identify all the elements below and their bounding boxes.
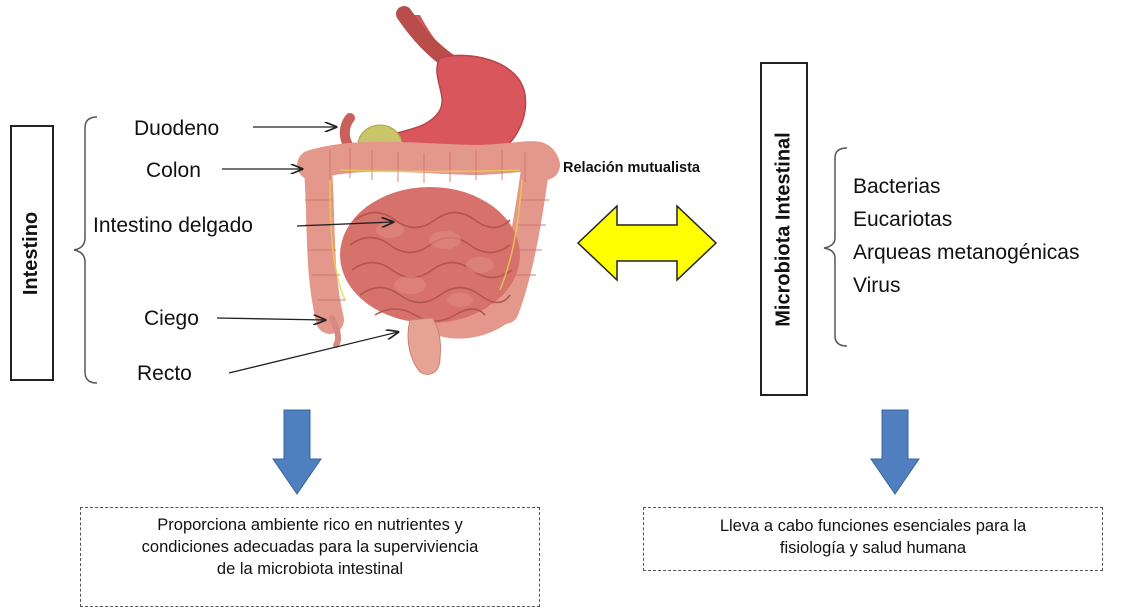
microbiota-title: Microbiota Intestinal (773, 132, 796, 326)
microbiota-item: Bacterias (853, 176, 941, 197)
description-line: de la microbiota intestinal (81, 558, 539, 580)
left-brace (74, 117, 97, 383)
left-down-arrow (273, 410, 321, 494)
digestive-system-illustration (305, 14, 549, 374)
label-duodeno: Duodeno (134, 118, 219, 139)
recto-pointer (229, 332, 398, 373)
mutualism-double-arrow (578, 206, 716, 280)
label-ciego: Ciego (144, 308, 199, 329)
label-intestino-delgado: Intestino delgado (93, 215, 253, 236)
description-line: condiciones adecuadas para la supervivie… (81, 536, 539, 558)
right-down-arrow (871, 410, 919, 494)
label-colon: Colon (146, 160, 201, 181)
microbiota-title-box: Microbiota Intestinal (760, 62, 808, 396)
relation-label: Relación mutualista (563, 160, 700, 176)
description-line: Proporciona ambiente rico en nutrientes … (81, 514, 539, 536)
ciego-pointer (217, 318, 325, 320)
label-recto: Recto (137, 363, 192, 384)
description-line: fisiología y salud humana (644, 537, 1102, 559)
intestino-description-box: Proporciona ambiente rico en nutrientes … (80, 507, 540, 607)
microbiota-item: Eucariotas (853, 209, 952, 230)
microbiota-description-box: Lleva a cabo funciones esenciales para l… (643, 507, 1103, 571)
microbiota-item: Virus (853, 275, 900, 296)
intestino-title-box: Intestino (10, 125, 54, 381)
microbiota-item: Arqueas metanogénicas (853, 242, 1079, 263)
description-line: Lleva a cabo funciones esenciales para l… (644, 515, 1102, 537)
right-brace (824, 148, 847, 346)
intestino-title: Intestino (21, 211, 44, 294)
